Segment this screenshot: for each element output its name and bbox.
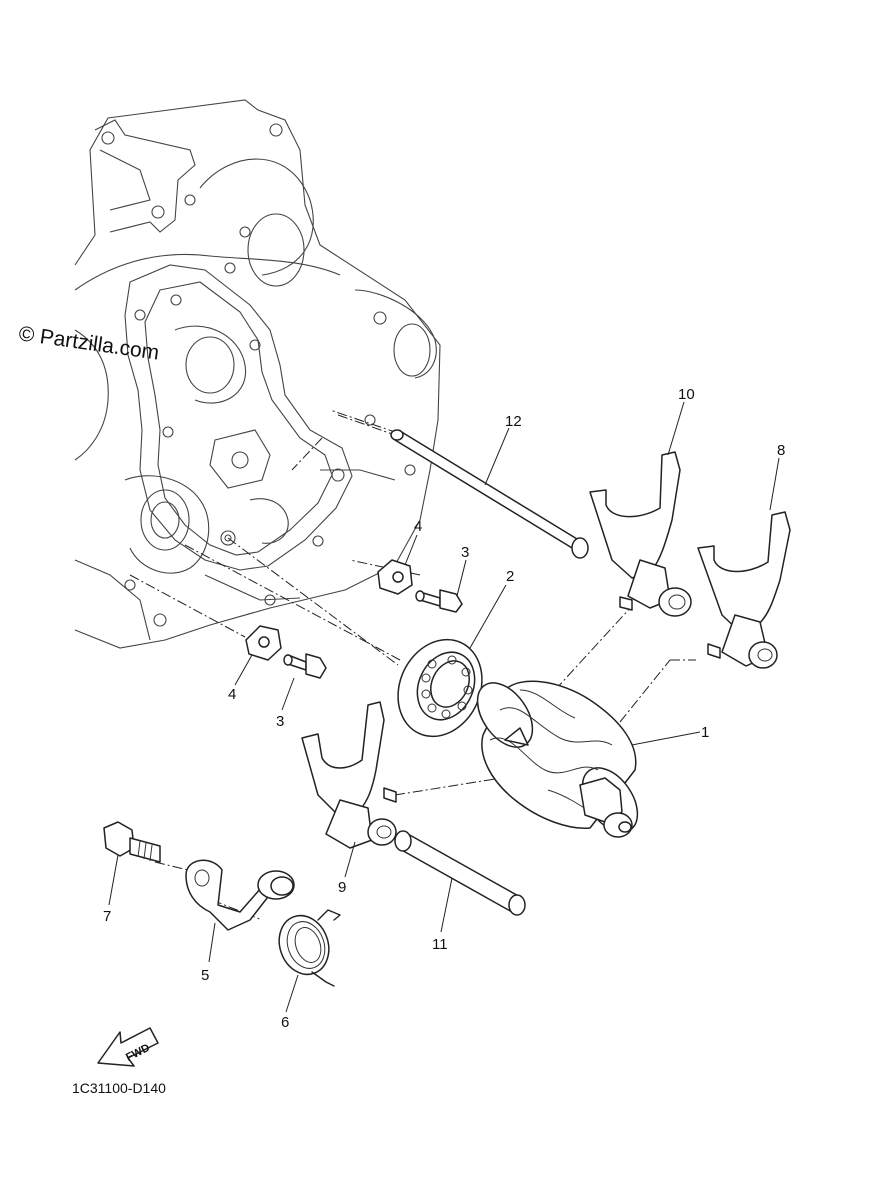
callout-3-upper: 3 bbox=[461, 544, 469, 561]
part-1-shift-drum bbox=[476, 680, 639, 838]
part-3-bolt-upper bbox=[415, 589, 463, 613]
crankcase-housing bbox=[74, 99, 441, 649]
part-7-bolt bbox=[103, 821, 161, 863]
callout-11: 11 bbox=[432, 936, 448, 953]
part-2-bearing bbox=[397, 638, 483, 738]
callout-labels: 1 2 3 3 4 4 5 6 7 8 9 10 11 12 bbox=[103, 386, 785, 1031]
callout-2: 2 bbox=[506, 568, 514, 585]
part-10-shift-fork bbox=[589, 451, 692, 617]
callout-7: 7 bbox=[103, 908, 111, 925]
callout-4-upper: 4 bbox=[414, 518, 422, 535]
part-8-shift-fork bbox=[697, 511, 791, 669]
callout-8: 8 bbox=[777, 442, 785, 459]
diagram-code: 1C31100-D140 bbox=[72, 1080, 166, 1096]
callout-4-lower: 4 bbox=[228, 686, 236, 703]
part-12-shift-fork-shaft bbox=[390, 429, 589, 559]
part-4-stopper-plate-upper bbox=[377, 559, 413, 595]
partzilla-watermark: © Partzilla.com bbox=[17, 322, 160, 364]
guide-roller bbox=[257, 870, 295, 900]
callout-12: 12 bbox=[505, 413, 522, 430]
fwd-arrow-icon: FWD bbox=[97, 1027, 159, 1067]
part-3-bolt-lower bbox=[283, 653, 327, 679]
part-4-stopper-plate-lower bbox=[245, 625, 282, 661]
part-11-shift-fork-shaft bbox=[394, 830, 526, 916]
assembly-centerlines bbox=[129, 409, 696, 921]
callout-5: 5 bbox=[201, 967, 209, 984]
callout-10: 10 bbox=[678, 386, 695, 403]
part-6-torsion-spring bbox=[278, 909, 341, 987]
callout-9: 9 bbox=[338, 879, 346, 896]
part-9-shift-fork bbox=[301, 701, 397, 849]
callout-1: 1 bbox=[701, 724, 709, 741]
callout-leaders bbox=[108, 401, 780, 1013]
callout-3-lower: 3 bbox=[276, 713, 284, 730]
callout-6: 6 bbox=[281, 1014, 289, 1031]
